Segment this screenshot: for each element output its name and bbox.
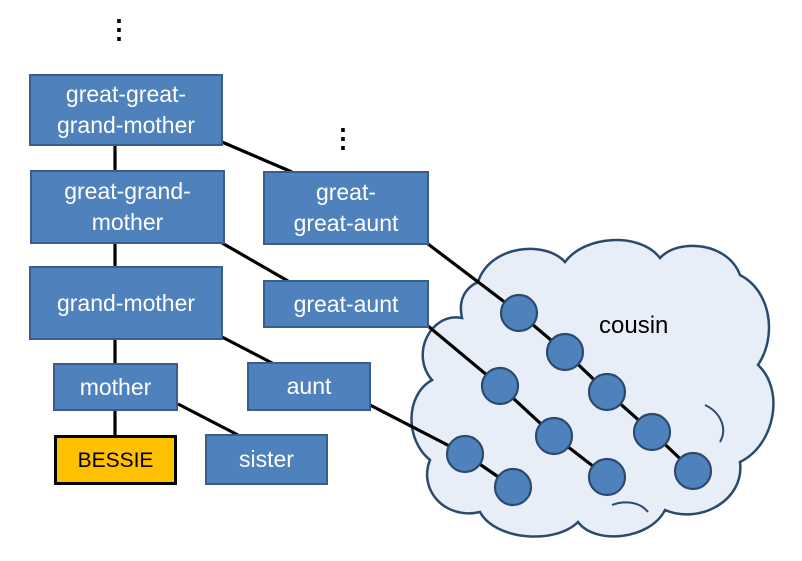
edge-grandmother-aunt: [221, 335, 275, 366]
node-label: aunt: [286, 373, 332, 399]
cousin-node: [673, 451, 713, 491]
cousin-node: [545, 332, 585, 372]
node-aunt: aunt: [247, 362, 371, 411]
cloud-inner-bump: [611, 501, 649, 513]
node-label: great-aunt: [293, 290, 399, 317]
node-label: BESSIE: [77, 448, 154, 472]
cloud-inner-bump: [704, 404, 725, 443]
cousin-label: cousin: [599, 312, 669, 339]
cousin-node: [493, 467, 533, 507]
cousin-node: [480, 366, 520, 406]
edge-mother-sister: [177, 402, 239, 437]
node-label: great-great-grand-mother: [56, 81, 196, 138]
cousin-node: [499, 293, 539, 333]
node-sister: sister: [205, 434, 328, 485]
cousin-node: [587, 457, 627, 497]
node-mother: mother: [53, 363, 178, 411]
cousin-node: [534, 416, 574, 456]
node-label: great-grand-mother: [64, 178, 191, 235]
cousin-nodes: [445, 293, 713, 507]
node-great-great-grand-mother: great-great-grand-mother: [29, 74, 223, 146]
node-label: great-great-aunt: [293, 179, 399, 236]
edge-ggm-ggaunt: [221, 140, 293, 174]
node-great-aunt: great-aunt: [263, 280, 429, 328]
node-label: sister: [239, 446, 294, 472]
cousin-node: [445, 434, 485, 474]
node-grand-mother: grand-mother: [29, 266, 223, 340]
node-bessie: BESSIE: [54, 435, 177, 485]
continuation-dots-top: ⋮: [106, 14, 132, 44]
node-great-grand-mother: great-grand-mother: [30, 170, 225, 244]
node-label: mother: [79, 373, 152, 400]
edge-gm-gaunt: [221, 241, 289, 283]
node-label: grand-mother: [56, 289, 196, 316]
cousin-node: [632, 412, 672, 452]
continuation-dots-aunt: ⋮: [330, 123, 356, 153]
node-great-great-aunt: great-great-aunt: [263, 171, 429, 245]
cousin-node: [587, 372, 627, 412]
